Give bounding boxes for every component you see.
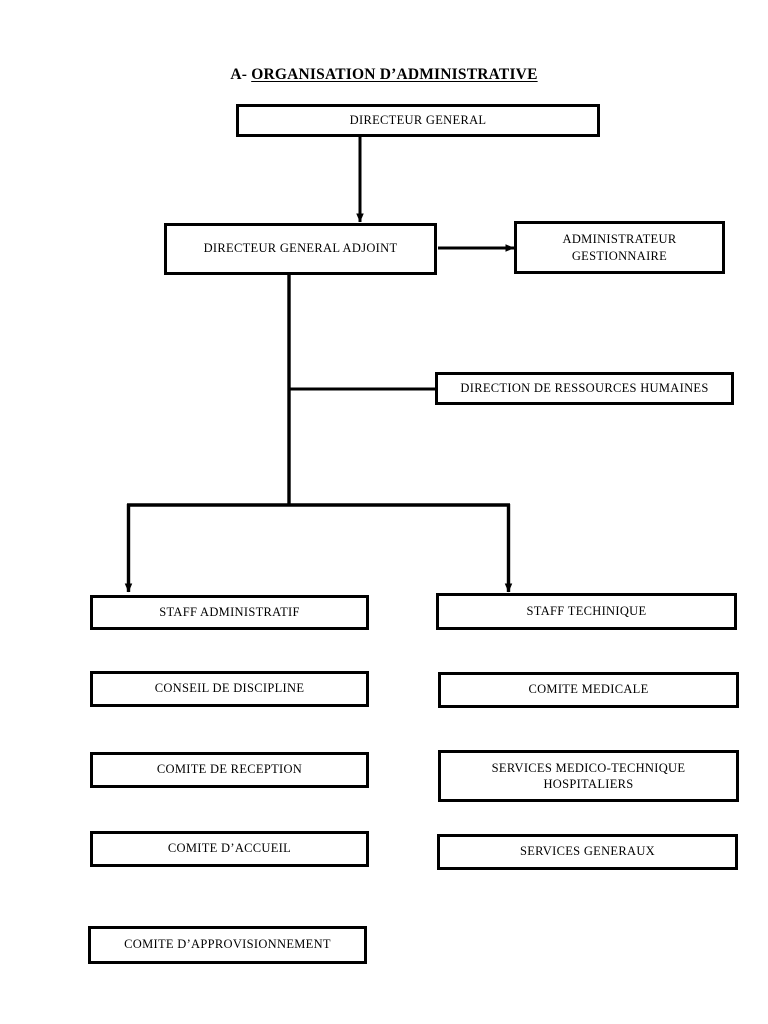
node-services-generaux-label: SERVICES GENERAUX <box>519 844 655 859</box>
node-services-medico-technique-hospitaliers[interactable]: SERVICES MEDICO-TECHNIQUE HOSPITALIERS <box>438 750 739 802</box>
node-staff-administratif[interactable]: STAFF ADMINISTRATIF <box>90 595 369 630</box>
node-directeur-general-label: DIRECTEUR GENERAL <box>349 112 487 127</box>
node-staff-techinique-label: STAFF TECHINIQUE <box>526 603 647 618</box>
node-conseil-de-discipline-label: CONSEIL DE DISCIPLINE <box>154 681 305 696</box>
node-staff-techinique[interactable]: STAFF TECHINIQUE <box>436 593 737 630</box>
node-conseil-de-discipline[interactable]: CONSEIL DE DISCIPLINE <box>90 671 369 707</box>
node-direction-ressources-humaines[interactable]: DIRECTION DE RESSOURCES HUMAINES <box>435 372 734 405</box>
node-services-medico-technique-hospitaliers-label: SERVICES MEDICO-TECHNIQUE HOSPITALIERS <box>491 760 686 791</box>
node-comite-d-accueil[interactable]: COMITE D’ACCUEIL <box>90 831 369 867</box>
node-comite-de-reception[interactable]: COMITE DE RECEPTION <box>90 752 369 788</box>
node-services-generaux[interactable]: SERVICES GENERAUX <box>437 834 738 870</box>
node-comite-de-reception-label: COMITE DE RECEPTION <box>156 762 303 777</box>
node-comite-medicale-label: COMITE MEDICALE <box>528 682 649 697</box>
node-administrateur-gestionnaire[interactable]: ADMINISTRATEUR GESTIONNAIRE <box>514 221 725 274</box>
node-directeur-general[interactable]: DIRECTEUR GENERAL <box>236 104 600 137</box>
page-title: A- ORGANISATION D’ADMINISTRATIVE <box>0 66 768 84</box>
node-comite-d-approvisionnement[interactable]: COMITE D’APPROVISIONNEMENT <box>88 926 367 964</box>
page-title-prefix: A- <box>230 66 252 83</box>
node-comite-d-accueil-label: COMITE D’ACCUEIL <box>167 841 292 856</box>
node-direction-ressources-humaines-label: DIRECTION DE RESSOURCES HUMAINES <box>460 380 709 395</box>
node-staff-administratif-label: STAFF ADMINISTRATIF <box>159 604 300 619</box>
page-title-main: ORGANISATION D’ADMINISTRATIVE <box>251 66 538 83</box>
node-directeur-general-adjoint-label: DIRECTEUR GENERAL ADJOINT <box>203 241 398 256</box>
node-directeur-general-adjoint[interactable]: DIRECTEUR GENERAL ADJOINT <box>164 223 437 275</box>
node-comite-medicale[interactable]: COMITE MEDICALE <box>438 672 739 708</box>
node-administrateur-gestionnaire-label: ADMINISTRATEUR GESTIONNAIRE <box>562 232 677 263</box>
node-comite-d-approvisionnement-label: COMITE D’APPROVISIONNEMENT <box>124 937 331 952</box>
